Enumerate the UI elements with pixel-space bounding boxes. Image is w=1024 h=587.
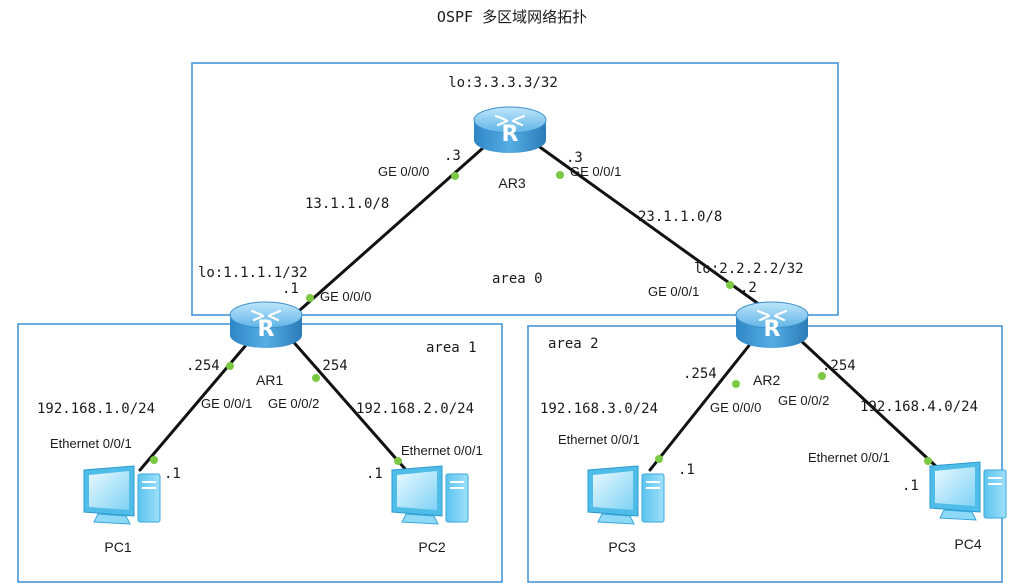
ar2-port-ge002-label: GE 0/0/2 [778,393,829,408]
ar2-host-pc4-side: .254 [822,358,856,374]
ar1-port-ge002-label: GE 0/0/2 [268,396,319,411]
pc-icon [587,465,665,525]
area-0-label: area 0 [492,271,543,287]
link-ar1-pc1 [138,336,254,472]
router-ar2-name: AR2 [753,372,780,388]
network-192-168-4-label: 192.168.4.0/24 [860,399,978,415]
port-dot-pc1-eth [150,456,158,464]
link-ar1-pc2 [288,336,408,472]
router-ar1-name: AR1 [256,372,283,388]
port-dot-pc4-eth [924,457,932,465]
ar3-host-ar1-side: .3 [444,148,461,164]
link-ar2-pc3 [648,336,757,472]
pc-icon [391,465,469,525]
pc-icon [929,461,1007,521]
area-2-label: area 2 [548,336,599,352]
network-192-168-3-label: 192.168.3.0/24 [540,401,658,417]
router-icon [472,105,548,155]
pc1-host-label: .1 [164,466,181,482]
network-13-label: 13.1.1.0/8 [305,196,389,212]
router-ar3[interactable]: AR3 lo:3.3.3.3/32 [448,75,558,191]
port-dot-ar1-ge002 [312,374,320,382]
ar1-port-ge001-label: GE 0/0/1 [201,396,252,411]
diagram-title: OSPF 多区域网络拓扑 [437,8,587,26]
link-ar2-pc4 [796,336,942,472]
area-1-label: area 1 [426,340,477,356]
area-2-box [527,325,1003,583]
router-ar2-loopback: lo:2.2.2.2/32 [694,261,804,277]
pc2-name: PC2 [418,539,445,555]
link-ar3-ar2 [528,138,762,307]
network-192-168-1-label: 192.168.1.0/24 [37,401,155,417]
port-dot-ar2-ge002 [818,372,826,380]
pc1-port-label: Ethernet 0/0/1 [50,436,132,451]
pc1-name: PC1 [104,539,131,555]
pc-icon [83,465,161,525]
ar1-host-pc2-side: .254 [314,358,348,374]
ar3-host-ar2-side: .3 [566,150,583,166]
network-192-168-2-label: 192.168.2.0/24 [356,401,474,417]
port-dot-ar2-ge000 [732,380,740,388]
ar2-host-ar3-side: .2 [740,280,757,296]
pc3-host-label: .1 [678,462,695,478]
ar3-port-ge000-label: GE 0/0/0 [378,164,429,179]
ar1-host-pc1-side: .254 [186,358,220,374]
ar1-port-ge000-label: GE 0/0/0 [320,289,371,304]
port-dot-ar1-ge001 [226,362,234,370]
pc-pc4[interactable]: PC4 [929,461,1007,552]
ar1-host-ar3-side: .1 [282,281,299,297]
router-ar3-loopback: lo:3.3.3.3/32 [448,75,558,91]
network-23-label: 23.1.1.0/8 [638,209,722,225]
router-icon [734,300,810,350]
pc4-port-label: Ethernet 0/0/1 [808,450,890,465]
pc-pc3[interactable]: PC3 [587,465,665,555]
router-icon [228,300,304,350]
pc4-host-label: .1 [902,478,919,494]
pc4-name: PC4 [954,536,981,552]
pc2-port-label: Ethernet 0/0/1 [401,443,483,458]
ar2-port-ge000-label: GE 0/0/0 [710,400,761,415]
pc2-host-label: .1 [366,466,383,482]
pc3-port-label: Ethernet 0/0/1 [558,432,640,447]
port-dot-ar2-ge001 [726,281,734,289]
router-ar3-name: AR3 [498,175,525,191]
port-dot-pc3-eth [655,455,663,463]
router-ar1[interactable]: AR1 lo:1.1.1.1/32 [198,265,308,388]
router-ar1-loopback: lo:1.1.1.1/32 [198,265,308,281]
area-0-box [191,62,839,316]
port-dot-ar1-ge000 [306,294,314,302]
ar3-port-ge001-label: GE 0/0/1 [570,164,621,179]
link-ar1-ar3 [298,138,494,312]
pc-pc2[interactable]: PC2 [391,465,469,555]
router-ar2[interactable]: AR2 lo:2.2.2.2/32 [694,261,810,388]
pc-pc1[interactable]: PC1 [83,465,161,555]
ar2-host-pc3-side: .254 [683,366,717,382]
ar2-port-ge001-label: GE 0/0/1 [648,284,699,299]
port-dot-ar3-ge001 [556,171,564,179]
port-dot-ar3-ge000 [451,172,459,180]
pc3-name: PC3 [608,539,635,555]
port-dot-pc2-eth [394,457,402,465]
